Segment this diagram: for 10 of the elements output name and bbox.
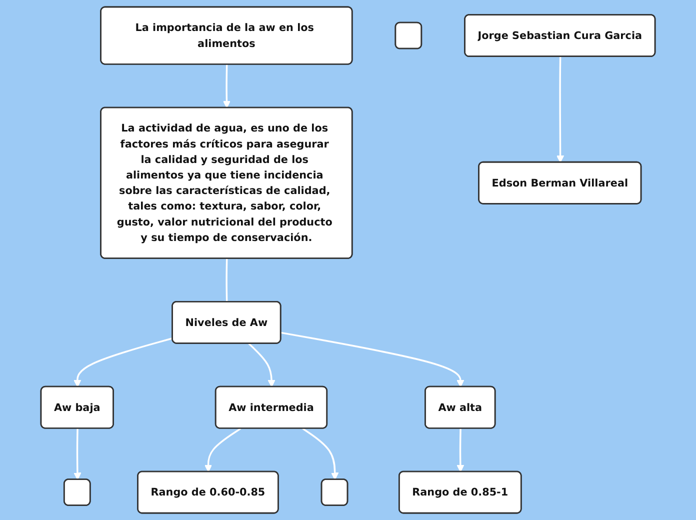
arrow xyxy=(248,343,276,388)
arrow xyxy=(302,428,339,480)
arrow xyxy=(456,428,464,472)
arrow xyxy=(74,428,82,480)
arrow xyxy=(280,332,464,388)
arrow xyxy=(556,56,564,163)
arrow xyxy=(74,337,173,388)
arrow xyxy=(222,64,231,108)
arrow xyxy=(204,428,242,472)
connector xyxy=(226,258,228,302)
